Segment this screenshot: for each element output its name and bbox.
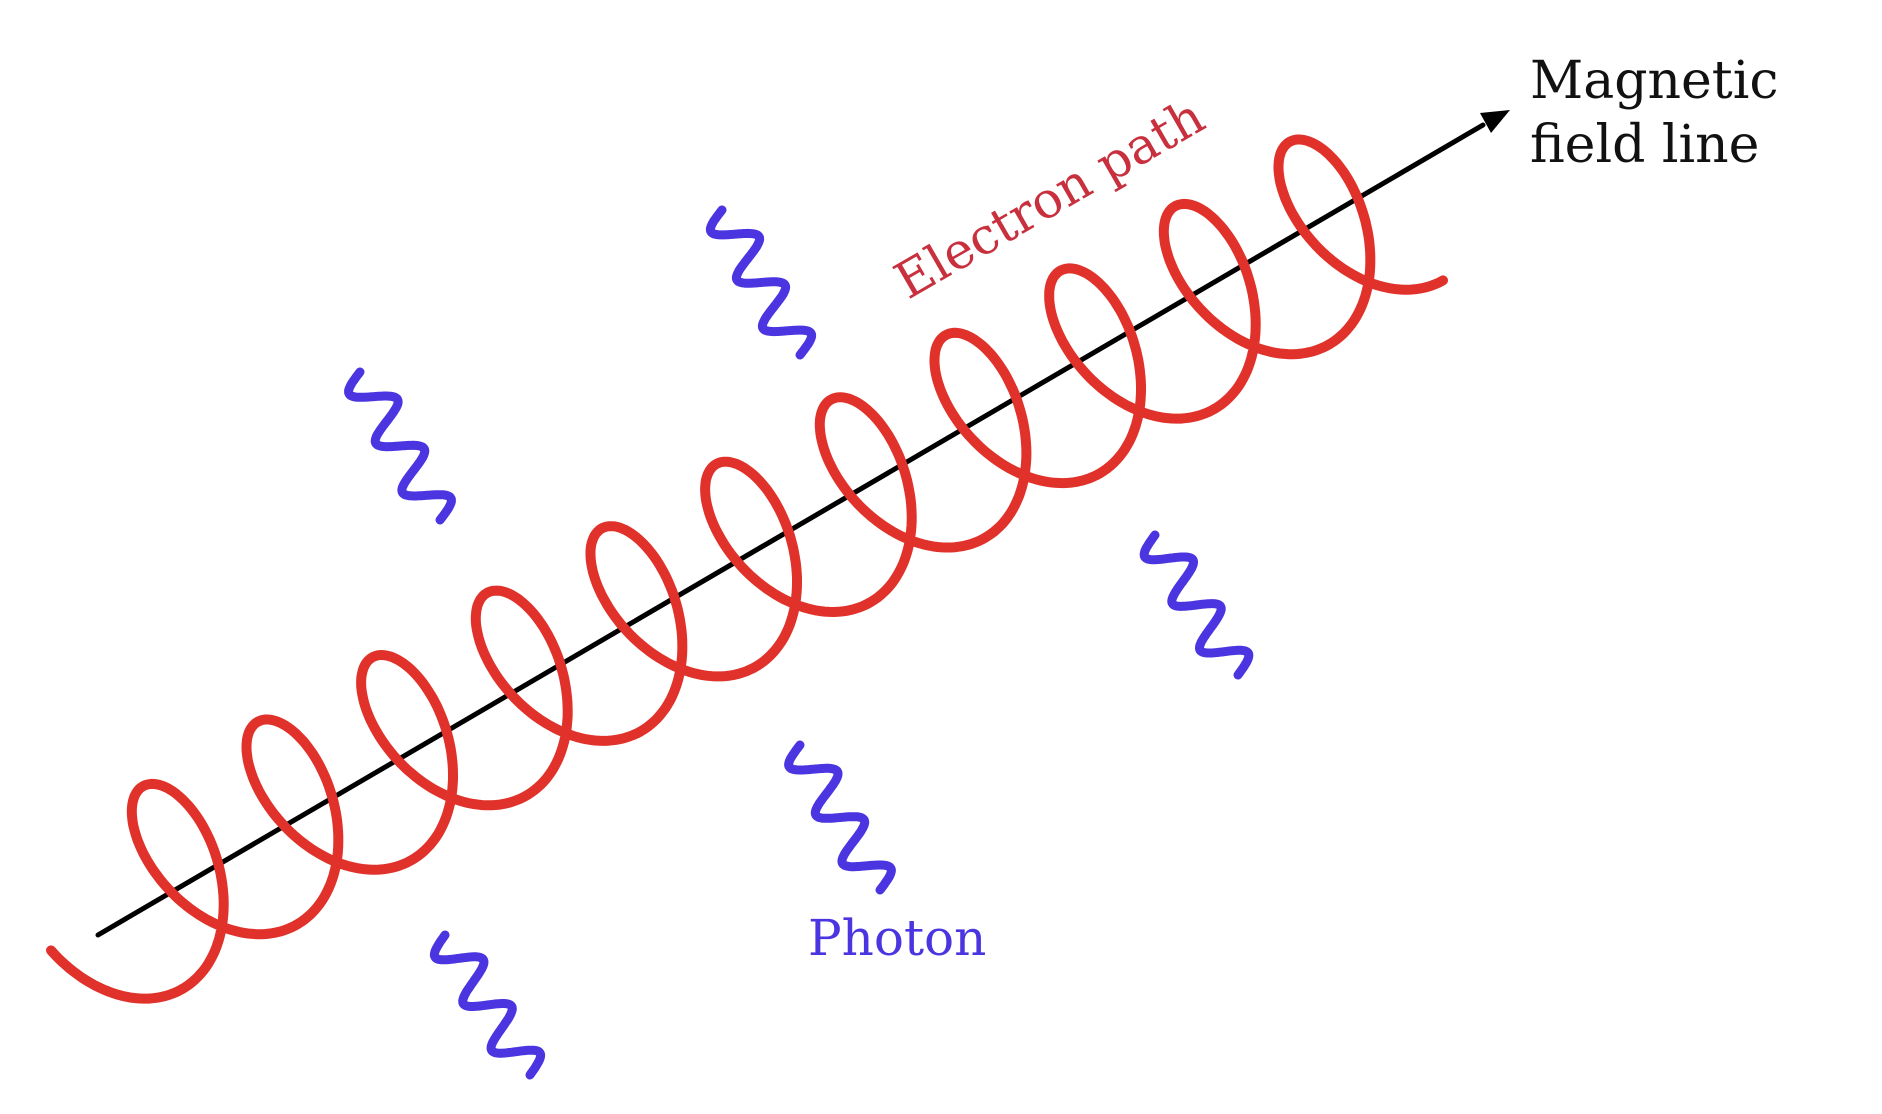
photon-wave-icon	[784, 740, 896, 895]
photons-group	[344, 205, 1254, 1080]
field-line-label-line1: Magnetic	[1530, 51, 1778, 111]
photon-label: Photon	[808, 909, 986, 967]
arrowhead-icon	[1480, 110, 1510, 133]
electron-path-helix	[46, 134, 1448, 1004]
photon-wave-icon	[1139, 530, 1254, 680]
field-line-label-line2: field line	[1530, 115, 1759, 175]
magnetic-field-line	[95, 110, 1510, 938]
photon-wave-icon	[705, 205, 817, 360]
photon-wave-icon	[344, 367, 456, 525]
photon-wave-icon	[429, 930, 546, 1080]
field-line-label: Magnetic field line	[1530, 51, 1795, 175]
